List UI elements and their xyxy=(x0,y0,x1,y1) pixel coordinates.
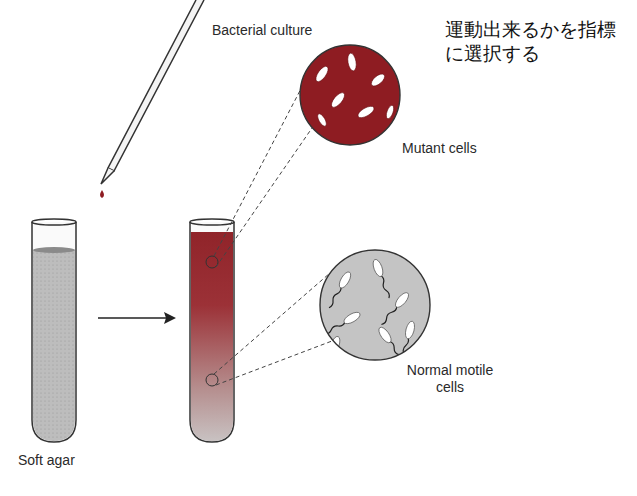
motile-cell xyxy=(378,291,410,328)
motile-cell xyxy=(398,320,416,362)
view-label: Normal motile cells xyxy=(400,362,500,396)
process-arrow xyxy=(98,312,176,324)
motile-cell xyxy=(371,258,393,299)
motile-cell xyxy=(326,270,353,310)
tube-label: Soft agar xyxy=(18,452,75,469)
soft-agar-tube xyxy=(32,219,76,442)
mutant-cells-view xyxy=(300,45,400,145)
reagent-label: Bacterial culture xyxy=(212,22,312,39)
motile-cell xyxy=(320,335,342,376)
pipette xyxy=(100,0,204,198)
motile-cells-view xyxy=(320,250,430,376)
view-label: Mutant cells xyxy=(402,140,477,157)
result-tube xyxy=(190,219,234,442)
note-text: 運動出来るかを指標に選択する xyxy=(445,18,620,66)
